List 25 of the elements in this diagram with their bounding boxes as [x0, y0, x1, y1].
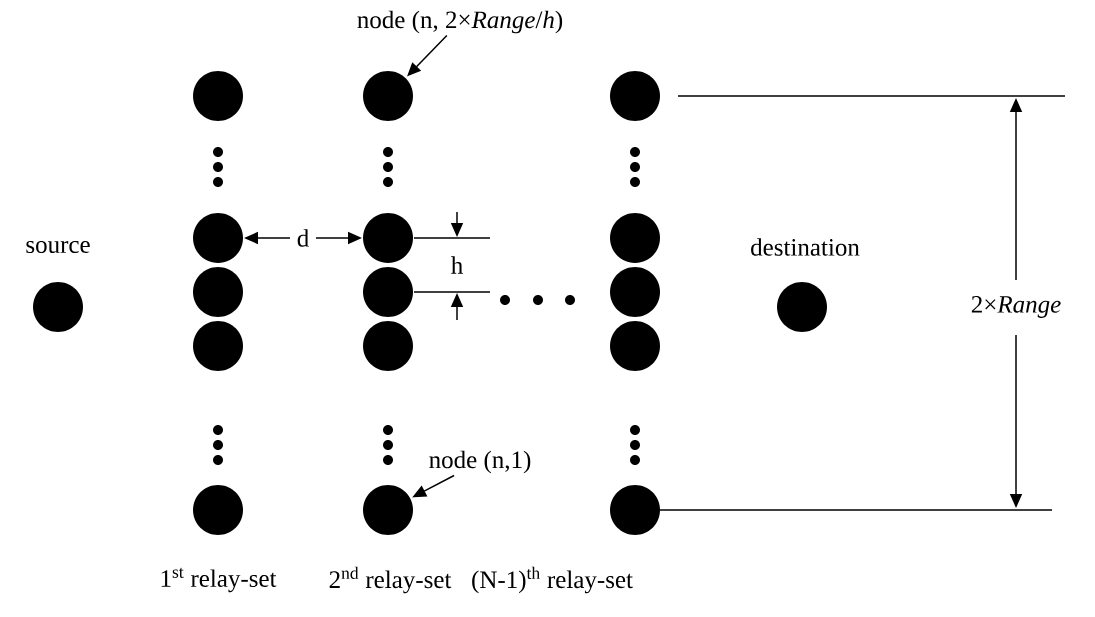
node-circle: [363, 213, 413, 263]
node-circle: [193, 213, 243, 263]
node-circle: [610, 71, 660, 121]
node-circle: [363, 321, 413, 371]
column-caption: 2$^{nd}$ relay-set: [329, 566, 452, 594]
node-caption: destination: [751, 238, 860, 256]
node-circle: [363, 71, 413, 121]
node-label: node (n, 2×Range/h): [357, 10, 563, 34]
column-caption: 1$^{st}$ relay-set: [161, 567, 277, 593]
dimension-label: d: [297, 229, 309, 247]
node-label: node (n,1): [429, 450, 531, 474]
node-circle: [610, 267, 660, 317]
node-circle: [193, 267, 243, 317]
node-circle: [610, 213, 660, 263]
node-circle: [193, 321, 243, 371]
dimension-label: h: [451, 256, 463, 274]
dimension-label: 2×Range: [971, 296, 1061, 318]
node-circle: [363, 485, 413, 535]
node-circle: [193, 485, 243, 535]
node-circle: [363, 267, 413, 317]
column-caption: (N-1)$^{th}$ relay-set: [472, 566, 633, 594]
node-caption: source: [26, 241, 90, 253]
node-circle: [193, 71, 243, 121]
node-circle: [610, 321, 660, 371]
node-circle: [610, 485, 660, 535]
